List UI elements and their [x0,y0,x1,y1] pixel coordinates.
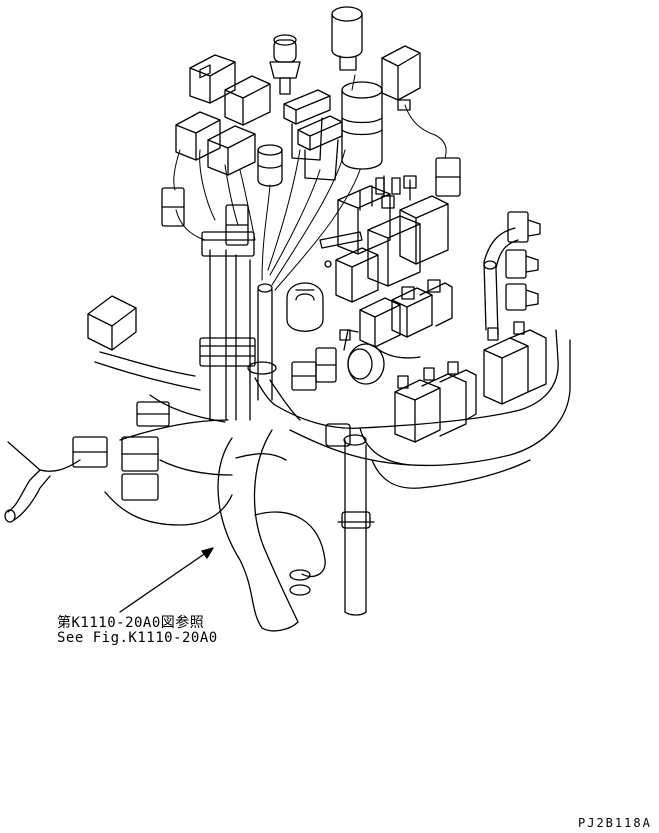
right-top-connector [381,45,421,111]
central-bundles [199,231,301,421]
small-connector-right-1 [435,157,461,197]
relay-block-lower-middle [394,361,477,443]
right-side-connector-2 [505,249,539,279]
rocker-connector-2 [224,75,271,126]
dome-connector-1 [286,282,324,332]
round-plug-top [269,34,301,95]
small-connector-far-left-4 [121,473,159,501]
small-cylinder-connector [257,144,283,187]
drawing-code: PJ2B118A [578,816,652,830]
reference-note-english: See Fig.K1110-20A0 [57,630,218,646]
small-connector-left-2 [225,204,249,246]
cylinder-connector-mid [341,81,383,170]
cylinder-connector-top [331,6,363,71]
reference-leader-arrow [119,547,214,613]
rocker-connector-3 [175,111,221,161]
left-branch-harness [4,351,233,526]
flat-connector-1 [283,89,331,161]
upper-wires [173,74,447,291]
small-connector-far-left-3 [121,436,159,472]
right-side-connector-3 [505,283,539,311]
dome-connector-2 [339,329,385,385]
small-connector-mid-1 [291,361,317,391]
relay-block-lower-right [483,321,547,405]
center-vertical-harness [289,434,375,616]
right-side-connector-1 [507,211,541,243]
small-connector-far-left-2 [72,436,108,468]
small-connector-far-left-1 [136,401,170,427]
box-connector-left [87,295,137,351]
small-connector-left-1 [161,187,185,227]
right-upper-harness [483,227,519,336]
rocker-connector-4 [207,125,256,176]
reference-note-japanese: 第K1110-20A0図参照 [57,615,205,631]
relay-cluster-lower [359,279,453,359]
small-connector-mid-2 [315,347,337,383]
rocker-connector-1 [189,54,236,104]
right-lower-harness [274,329,571,489]
main-harness-trunk [217,429,326,632]
relay-cluster-center [319,175,449,303]
